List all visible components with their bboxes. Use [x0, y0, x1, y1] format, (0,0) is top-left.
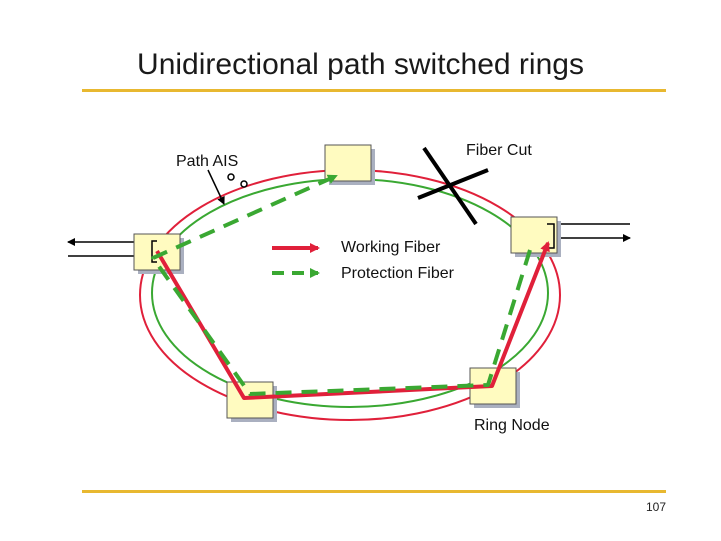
legend-protection-label: Protection Fiber: [341, 265, 454, 282]
slide-title: Unidirectional path switched rings: [137, 48, 584, 81]
fiber-cut-label: Fiber Cut: [466, 142, 532, 159]
path-ais-label: Path AIS: [176, 153, 239, 170]
page-number: 107: [645, 500, 666, 514]
title-underline: [82, 89, 666, 92]
fiber-cut-mark: [417, 168, 489, 200]
working-path: [155, 241, 550, 400]
ais-signal-dot: [240, 180, 248, 188]
ring-node-right: [510, 216, 561, 257]
protection-path: [151, 174, 532, 396]
ring-node-bottom-left: [226, 381, 277, 422]
ring-node-label: Ring Node: [474, 417, 550, 434]
footer-rule: [82, 490, 666, 493]
path-ais-pointer: [207, 169, 225, 205]
legend-working-label: Working Fiber: [341, 239, 441, 256]
ais-signal-dot: [227, 173, 235, 181]
